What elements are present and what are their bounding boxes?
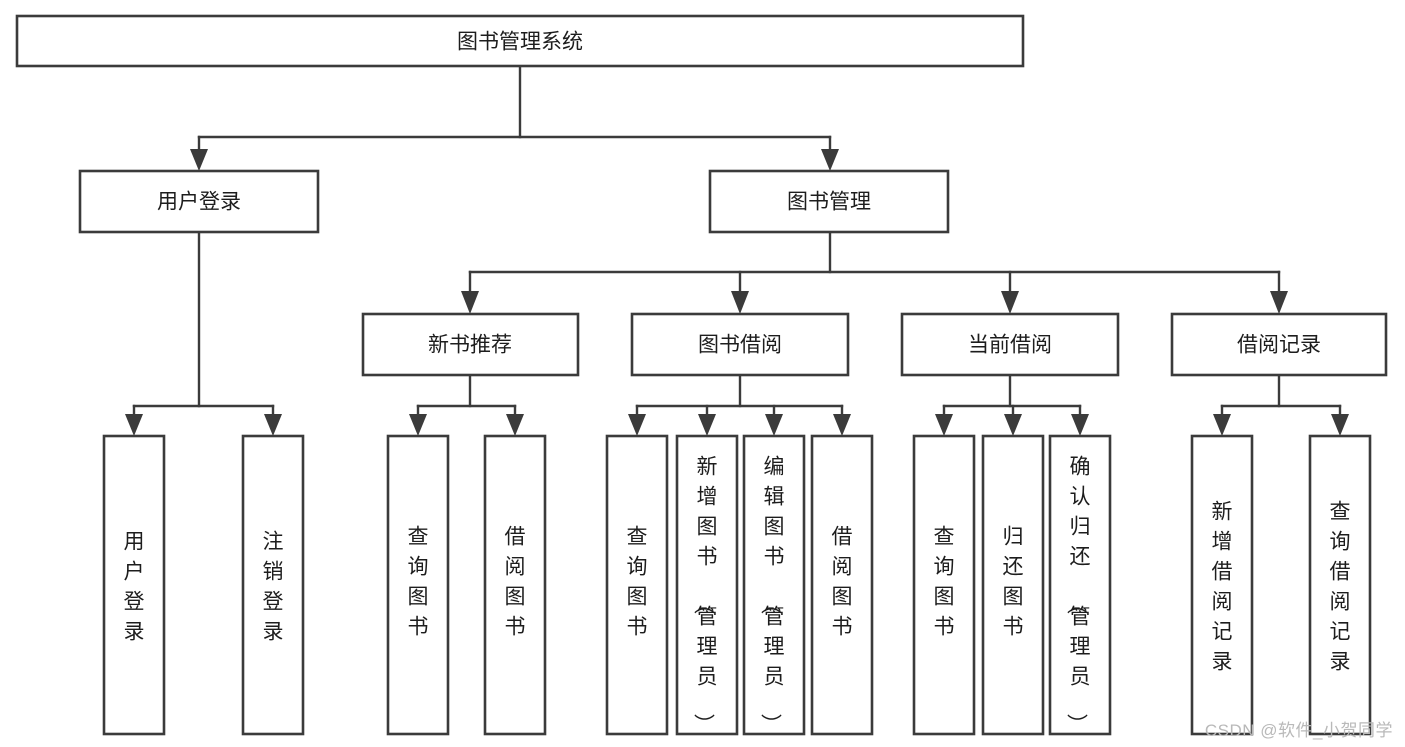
leaf-user-login-box[interactable] xyxy=(102,434,166,736)
arrowhead-user-login xyxy=(190,149,208,171)
arrowhead-leaf-borrow-books-rec xyxy=(506,414,524,436)
node-leaf-logout-login[interactable]: 注销登录 xyxy=(241,434,305,736)
leaf-add-book-admin-label: 新增图书（管理员） xyxy=(692,455,718,734)
node-current-borrow[interactable]: 当前借阅 xyxy=(900,312,1120,377)
user-login-label: 用户登录 xyxy=(157,191,241,214)
arrowhead-borrow-record xyxy=(1270,291,1288,314)
arrowhead-leaf-query-books-cb xyxy=(935,414,953,436)
node-leaf-edit-book-admin[interactable]: 编辑图书（管理员） xyxy=(742,434,806,736)
leaf-add-borrow-record-label: 新增借阅记录 xyxy=(1212,500,1233,673)
node-leaf-query-books-cb[interactable]: 查询图书 xyxy=(912,434,976,736)
current-borrow-label: 当前借阅 xyxy=(968,334,1052,357)
arrowhead-book-borrow xyxy=(731,291,749,314)
node-leaf-query-books-bb[interactable]: 查询图书 xyxy=(605,434,669,736)
node-leaf-user-login[interactable]: 用户登录 xyxy=(102,434,166,736)
leaf-edit-book-admin-box[interactable] xyxy=(742,434,806,736)
leaf-query-borrow-record-box[interactable] xyxy=(1308,434,1372,736)
arrowhead-leaf-query-borrow-record xyxy=(1331,414,1349,436)
borrow-record-label: 借阅记录 xyxy=(1237,334,1321,357)
leaf-confirm-return-admin-label: 确认归还（管理员） xyxy=(1065,455,1091,734)
arrowhead-leaf-add-borrow-record xyxy=(1213,414,1231,436)
leaf-query-borrow-record-label: 查询借阅记录 xyxy=(1330,500,1351,673)
node-leaf-borrow-books-bb[interactable]: 借阅图书 xyxy=(810,434,874,736)
new-book-recommend-box[interactable] xyxy=(361,312,580,377)
arrowhead-current-borrow xyxy=(1001,291,1019,314)
leaf-borrow-books-rec-box[interactable] xyxy=(483,434,547,736)
node-leaf-add-book-admin[interactable]: 新增图书（管理员） xyxy=(675,434,739,736)
arrowhead-leaf-add-book-admin xyxy=(698,414,716,436)
leaf-query-books-bb-label: 查询图书 xyxy=(627,525,648,638)
node-leaf-query-books-rec[interactable]: 查询图书 xyxy=(386,434,450,736)
leaf-user-login-label: 用户登录 xyxy=(124,530,145,643)
leaf-logout-login-label: 注销登录 xyxy=(263,530,284,643)
book-management-box[interactable] xyxy=(708,169,950,234)
arrowhead-leaf-query-books-bb xyxy=(628,414,646,436)
leaf-return-books-label: 归还图书 xyxy=(1003,525,1024,638)
arrowhead-leaf-query-books-rec xyxy=(409,414,427,436)
leaf-confirm-return-admin-box[interactable] xyxy=(1048,434,1112,736)
leaf-add-book-admin-box[interactable] xyxy=(675,434,739,736)
borrow-record-box[interactable] xyxy=(1170,312,1388,377)
node-book-borrow[interactable]: 图书借阅 xyxy=(630,312,850,377)
leaf-logout-login-box[interactable] xyxy=(241,434,305,736)
book-management-label: 图书管理 xyxy=(787,191,871,214)
leaf-query-books-cb-label: 查询图书 xyxy=(934,525,955,638)
current-borrow-box[interactable] xyxy=(900,312,1120,377)
node-leaf-confirm-return-admin[interactable]: 确认归还（管理员） xyxy=(1048,434,1112,736)
arrowhead-leaf-edit-book-admin xyxy=(765,414,783,436)
node-root[interactable]: 图书管理系统 xyxy=(15,14,1025,68)
arrowhead-leaf-user-login xyxy=(125,414,143,436)
root-label: 图书管理系统 xyxy=(457,31,583,54)
arrowhead-leaf-logout-login xyxy=(264,414,282,436)
leaf-query-books-rec-box[interactable] xyxy=(386,434,450,736)
leaf-borrow-books-bb-box[interactable] xyxy=(810,434,874,736)
node-borrow-record[interactable]: 借阅记录 xyxy=(1170,312,1388,377)
leaf-borrow-books-rec-label: 借阅图书 xyxy=(505,525,526,638)
book-borrow-box[interactable] xyxy=(630,312,850,377)
arrowhead-leaf-borrow-books-bb xyxy=(833,414,851,436)
leaf-query-books-bb-box[interactable] xyxy=(605,434,669,736)
node-leaf-query-borrow-record[interactable]: 查询借阅记录 xyxy=(1308,434,1372,736)
node-new-book-recommend[interactable]: 新书推荐 xyxy=(361,312,580,377)
leaf-borrow-books-bb-label: 借阅图书 xyxy=(832,525,853,638)
arrowhead-leaf-confirm-return-admin xyxy=(1071,414,1089,436)
book-borrow-label: 图书借阅 xyxy=(698,334,782,357)
node-user-login[interactable]: 用户登录 xyxy=(78,169,320,234)
node-leaf-add-borrow-record[interactable]: 新增借阅记录 xyxy=(1190,434,1254,736)
new-book-recommend-label: 新书推荐 xyxy=(428,334,512,357)
user-login-box[interactable] xyxy=(78,169,320,234)
arrowhead-leaf-return-books xyxy=(1004,414,1022,436)
leaf-add-borrow-record-box[interactable] xyxy=(1190,434,1254,736)
arrowhead-book-management xyxy=(821,149,839,171)
leaf-query-books-rec-label: 查询图书 xyxy=(408,525,429,638)
leaf-return-books-box[interactable] xyxy=(981,434,1045,736)
arrowhead-new-book-recommend xyxy=(461,291,479,314)
node-leaf-borrow-books-rec[interactable]: 借阅图书 xyxy=(483,434,547,736)
root-box[interactable] xyxy=(15,14,1025,68)
node-book-management[interactable]: 图书管理 xyxy=(708,169,950,234)
connector-layer xyxy=(125,64,1349,436)
node-leaf-return-books[interactable]: 归还图书 xyxy=(981,434,1045,736)
leaf-query-books-cb-box[interactable] xyxy=(912,434,976,736)
leaf-edit-book-admin-label: 编辑图书（管理员） xyxy=(759,455,785,734)
leaf-layer: 用户登录 注销登录 查询图书 借阅图书 查询图书 新增图书（管理员） xyxy=(102,434,1372,736)
